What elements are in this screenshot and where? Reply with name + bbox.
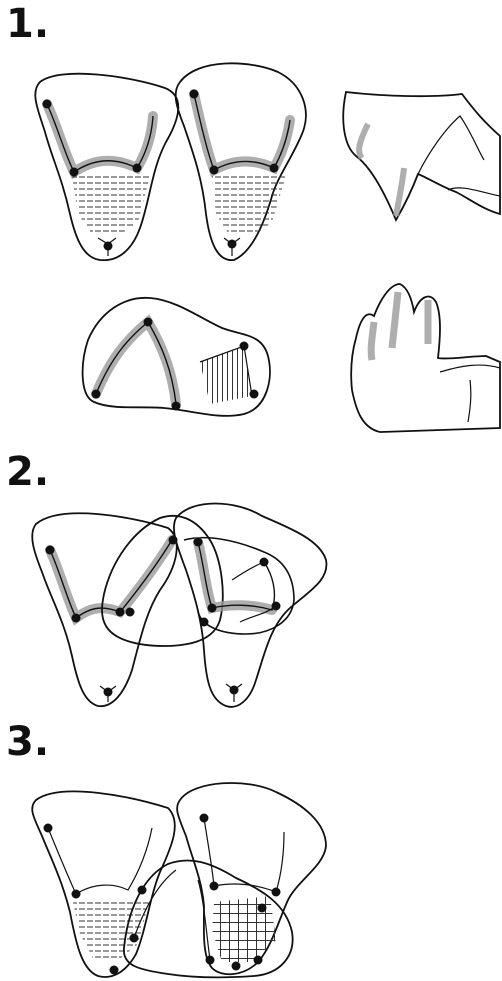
- landmark-dot: [43, 100, 52, 109]
- landmark-dot: [138, 886, 147, 895]
- detail-line: [440, 365, 500, 422]
- landmark-dot: [92, 390, 101, 399]
- tooth-1-occlusal-small: [83, 298, 270, 416]
- landmark-dot: [72, 614, 81, 623]
- shade-band: [359, 124, 404, 216]
- tooth-1a: [35, 74, 178, 261]
- landmark-dot: [232, 962, 241, 971]
- landmark-dot: [116, 608, 125, 617]
- detail-line: [418, 116, 500, 196]
- landmark-dot: [206, 956, 215, 965]
- hatch-area: [72, 176, 150, 236]
- panel-3: [32, 783, 326, 977]
- landmark-dot: [200, 814, 209, 823]
- landmark-dot: [258, 904, 267, 913]
- landmark-dot: [230, 686, 239, 695]
- landmark-dot: [110, 966, 119, 975]
- hatch-area: [200, 346, 252, 404]
- tooth-1-lateral-top: [343, 92, 500, 220]
- landmark-dot: [240, 342, 249, 351]
- landmark-dot: [130, 934, 139, 943]
- landmark-dot: [270, 164, 279, 173]
- landmark-dot: [194, 538, 203, 547]
- landmark-dot: [44, 824, 53, 833]
- landmark-dot: [126, 608, 135, 617]
- shade-band: [194, 94, 290, 170]
- landmark-dot: [228, 240, 237, 249]
- landmark-dot: [210, 882, 219, 891]
- landmark-dot: [272, 888, 281, 897]
- landmark-dot: [172, 402, 181, 411]
- landmark-dot: [210, 166, 219, 175]
- landmark-dot: [190, 90, 199, 99]
- landmark-dot: [200, 618, 209, 627]
- landmark-dot: [104, 242, 113, 251]
- landmark-dot: [72, 890, 81, 899]
- landmark-dot: [272, 602, 281, 611]
- landmark-dot: [260, 558, 269, 567]
- panel-2: [32, 504, 326, 707]
- landmark-dot: [250, 390, 259, 399]
- shade-band: [50, 540, 172, 618]
- landmark-dot: [104, 688, 113, 697]
- tooth-outline: [343, 92, 500, 220]
- landmark-dot: [169, 536, 178, 545]
- shade-band: [96, 322, 176, 404]
- landmark-dot: [133, 164, 142, 173]
- landmark-dot: [70, 168, 79, 177]
- landmark-dot: [144, 318, 153, 327]
- hatch-area: [72, 898, 150, 962]
- landmark-dot: [208, 604, 217, 613]
- landmark-dot: [254, 956, 263, 965]
- grid-area: [212, 896, 276, 962]
- panel-1: [35, 63, 500, 432]
- tooth-1-lateral-bottom: [351, 284, 500, 432]
- landmark-dot: [46, 546, 55, 555]
- crest-line: [48, 828, 152, 894]
- tooth-1b: [176, 63, 306, 260]
- hatch-area: [212, 176, 286, 236]
